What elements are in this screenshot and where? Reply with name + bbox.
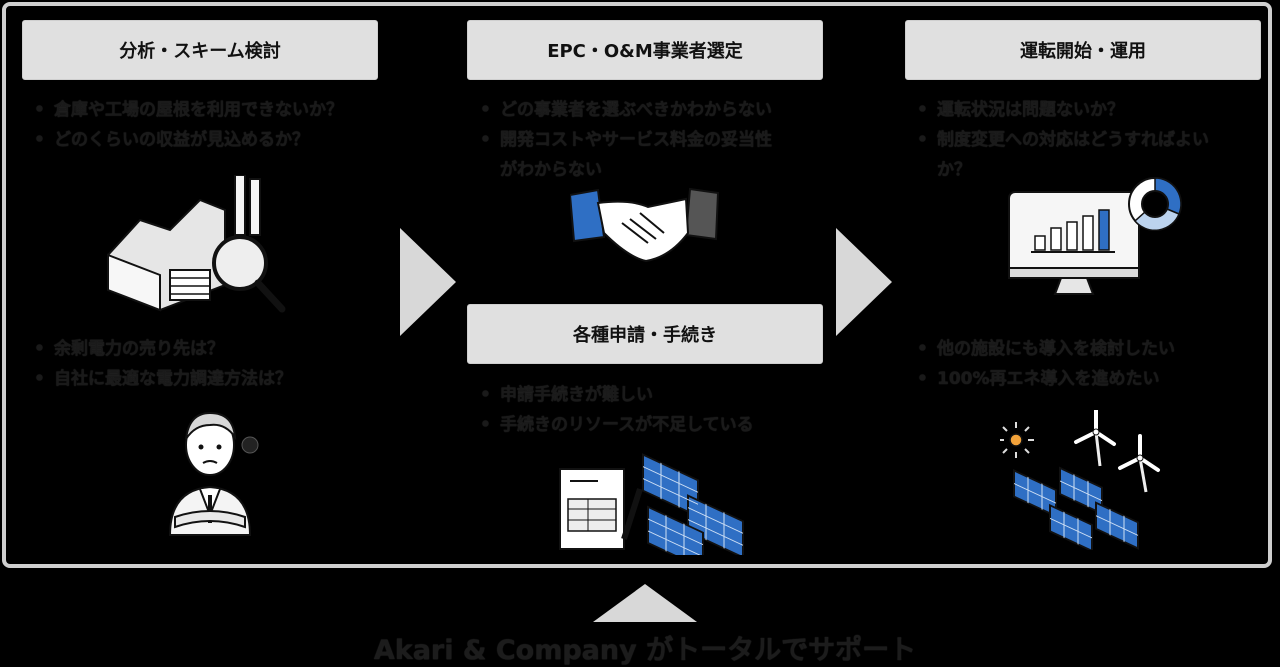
- bullet-item: 他の施設にも導入を検討したい: [913, 334, 1175, 364]
- bullets-operation-top: 運転状況は問題ないか？ 制度変更への対応はどうすればよい か？: [913, 95, 1209, 185]
- bullet-item: か？: [937, 160, 971, 180]
- bullet-item: 倉庫や工場の屋根を利用できないか？: [30, 95, 343, 125]
- header-procedures: 各種申請・手続き: [467, 304, 823, 364]
- bullet-item: 申請手続きが難しい: [476, 380, 754, 410]
- solar-panel-icon: [642, 453, 744, 555]
- bullet-item: 開発コストやサービス料金の妥当性: [476, 125, 772, 155]
- document-solar-illustration: [559, 453, 744, 555]
- bullet-item: 運転状況は問題ないか？: [913, 95, 1209, 125]
- magnifier-icon: [212, 235, 286, 313]
- bullet-item: 余剰電力の売り先は？: [30, 334, 292, 364]
- handshake-icon: [570, 187, 720, 263]
- businessman-icon: [168, 411, 259, 536]
- header-analysis: 分析・スキーム検討: [22, 20, 378, 80]
- donut-chart-icon: [1128, 177, 1182, 231]
- support-text: Akari & Company がトータルでサポート: [373, 635, 917, 666]
- support-arrow-up: [593, 584, 697, 622]
- renewable-illustration: [1000, 410, 1160, 550]
- bullets-analysis-bottom: 余剰電力の売り先は？ 自社に最適な電力調達方法は？: [30, 334, 292, 394]
- bullet-item: 制度変更への対応はどうすればよい: [913, 125, 1209, 155]
- bullet-item: どの事業者を選ぶべきかわからない: [476, 95, 772, 125]
- bullet-item: 100%再エネ導入を進めたい: [913, 364, 1175, 394]
- header-epc: EPC・O&M事業者選定: [467, 20, 823, 80]
- bullet-item: 手続きのリソースが不足している: [476, 410, 754, 440]
- header-operation: 運転開始・運用: [905, 20, 1261, 80]
- document-icon: [559, 468, 643, 550]
- sun-icon: [1000, 422, 1034, 458]
- bullets-procedures: 申請手続きが難しい 手続きのリソースが不足している: [476, 380, 754, 440]
- bullet-item: 自社に最適な電力調達方法は？: [30, 364, 292, 394]
- solar-panel-icon: [1013, 466, 1139, 550]
- bullet-item: どのくらいの収益が見込めるか？: [30, 125, 343, 155]
- bullets-analysis-top: 倉庫や工場の屋根を利用できないか？ どのくらいの収益が見込めるか？: [30, 95, 343, 155]
- arrow-right-1: [400, 228, 456, 336]
- arrow-right-2: [836, 228, 892, 336]
- wind-turbine-icon: [1074, 410, 1160, 493]
- monitor-chart-icon: [1008, 177, 1182, 295]
- bullet-item: がわからない: [500, 160, 602, 180]
- bullets-epc: どの事業者を選ぶべきかわからない 開発コストやサービス料金の妥当性 がわからない: [476, 95, 772, 185]
- factory-icon: [107, 175, 286, 313]
- bullets-operation-bottom: 他の施設にも導入を検討したい 100%再エネ導入を進めたい: [913, 334, 1175, 394]
